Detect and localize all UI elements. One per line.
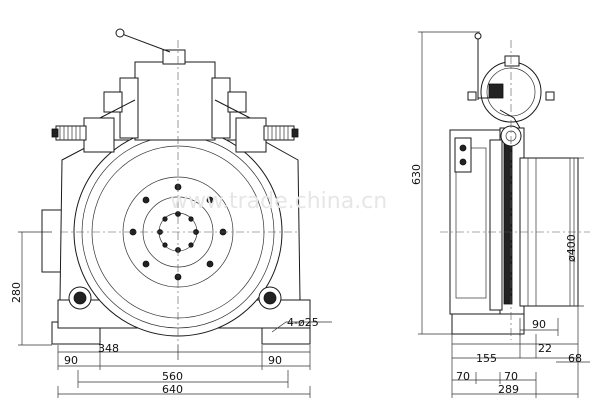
dim-640: 640 [162, 383, 183, 396]
dim-560: 560 [162, 370, 183, 383]
dim-289: 289 [498, 383, 519, 396]
left-spring [51, 125, 87, 141]
dim-90-left: 90 [64, 354, 78, 367]
front-view [41, 28, 311, 345]
dim-90-right: 90 [268, 354, 282, 367]
side-view [440, 32, 590, 340]
dim-70-left: 70 [456, 370, 470, 383]
dim-155: 155 [476, 352, 497, 365]
dim-400: ø400 [565, 234, 578, 262]
dim-630: 630 [410, 164, 423, 185]
side-dimensions: 630 ø400 90 155 22 68 70 70 289 [410, 31, 590, 398]
right-spring [263, 125, 299, 141]
dim-22: 22 [538, 342, 552, 355]
dim-280: 280 [10, 282, 23, 303]
dim-70-right: 70 [504, 370, 518, 383]
watermark: www.trade.china.cn [170, 189, 387, 214]
dim-holes: 4-ø25 [287, 316, 319, 329]
dim-348: 348 [98, 342, 119, 355]
front-dimensions: 280 90 348 90 560 640 4-ø25 [10, 231, 332, 398]
dim-68: 68 [568, 352, 582, 365]
dim-90-side: 90 [532, 318, 546, 331]
